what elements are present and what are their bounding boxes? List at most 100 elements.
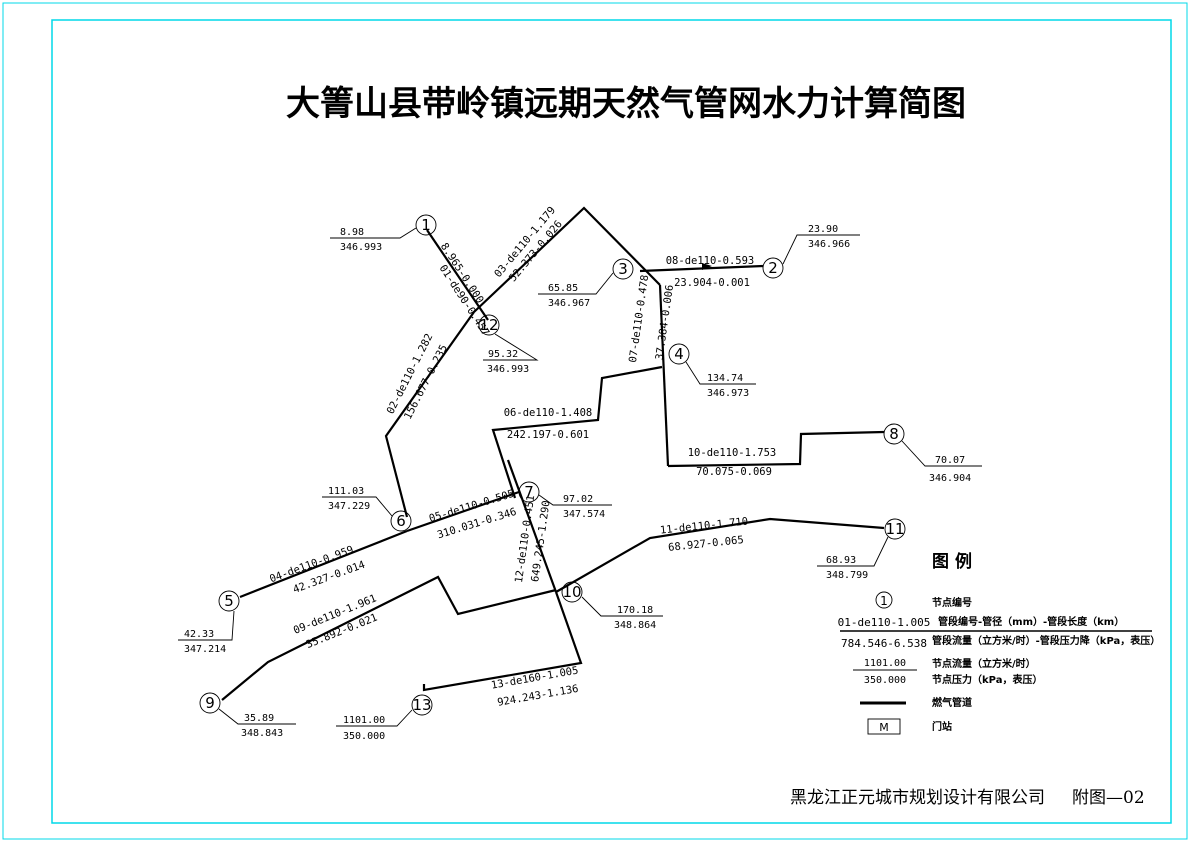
legend-pipe-spec-label: 管段编号-管径（mm）-管段长度（km） <box>938 615 1124 628</box>
node-4-circle[interactable] <box>668 343 690 365</box>
node-6-id: 6 <box>396 512 406 530</box>
node-6-pressure: 347.229 <box>328 501 370 512</box>
legend-node-label: 节点编号 <box>932 596 972 609</box>
legend-node-pressure: 350.000 <box>864 675 906 686</box>
pipe-labels: 01-de90-0.457 8.965-0.000 02-de110-1.282… <box>268 204 777 708</box>
node-labels: 8.98 346.993 23.90 346.966 65.85 346.967… <box>178 224 982 742</box>
node-2-pressure: 346.966 <box>808 239 850 250</box>
node-7-circle[interactable] <box>518 481 540 503</box>
pipe-network <box>221 206 885 701</box>
node-12-id: 12 <box>479 316 498 334</box>
legend-node-flow: 1101.00 <box>864 658 906 669</box>
node-10-id: 10 <box>562 583 581 601</box>
legend: 图 例 1 节点编号 01-de110-1.005 784.546-6.538 … <box>838 551 1160 735</box>
legend-title: 图 例 <box>932 551 972 572</box>
node-6-flow: 111.03 <box>328 486 364 497</box>
node-13-circle[interactable] <box>411 694 433 716</box>
pipe-08-spec: 08-de110-0.593 <box>666 255 755 267</box>
node-8-circle[interactable] <box>883 423 905 445</box>
footer-sheet: 附图—02 <box>1072 788 1145 808</box>
node-7-pressure: 347.574 <box>563 509 605 520</box>
node-2-id: 2 <box>768 259 778 277</box>
legend-station-label: 门站 <box>932 720 952 733</box>
footer-company: 黑龙江正元城市规划设计有限公司 <box>790 788 1045 808</box>
node-9-flow: 35.89 <box>244 713 274 724</box>
node-8-id: 8 <box>889 425 899 443</box>
node-8-flow: 70.07 <box>935 455 965 466</box>
pipe-07-spec: 07-de110-0.478 <box>627 274 651 363</box>
legend-station-symbol <box>867 718 901 735</box>
legend-station-letter: M <box>879 721 889 734</box>
node-1-id: 1 <box>421 216 431 234</box>
page-title: 大箐山县带岭镇远期天然气管网水力计算简图 <box>286 84 966 124</box>
node-2-flow: 23.90 <box>808 224 838 235</box>
node-12-pressure: 346.993 <box>487 364 529 375</box>
node-3-pressure: 346.967 <box>548 298 590 309</box>
node-10-circle[interactable] <box>561 581 583 603</box>
node-9-circle[interactable] <box>199 692 221 714</box>
node-5-circle[interactable] <box>218 590 240 612</box>
node-11-pressure: 348.799 <box>826 570 868 581</box>
legend-pipe-flow: 784.546-6.538 <box>841 637 927 650</box>
node-7-id: 7 <box>524 483 534 501</box>
pipe-11-flow: 68.927-0.065 <box>668 534 745 554</box>
node-11-id: 11 <box>885 520 904 538</box>
node-12-flow: 95.32 <box>488 349 518 360</box>
node-13-id: 13 <box>412 696 431 714</box>
pipe-13[interactable] <box>422 591 583 692</box>
node-11-circle[interactable] <box>884 518 906 540</box>
node-12-circle[interactable] <box>478 314 500 336</box>
pipe-10-flow: 70.075-0.069 <box>696 466 772 478</box>
pipe-10[interactable] <box>667 430 885 468</box>
node-8-pressure: 346.904 <box>929 473 971 484</box>
node-10-flow: 170.18 <box>617 605 653 616</box>
node-circles: 1 2 3 4 5 6 7 8 9 10 11 12 13 <box>199 214 906 716</box>
node-3-circle[interactable] <box>612 258 634 280</box>
legend-node-pressure-label: 节点压力（kPa，表压） <box>932 673 1042 686</box>
pipe-01[interactable] <box>426 229 489 321</box>
pipe-06-flow: 242.197-0.601 <box>507 429 589 441</box>
node-13-pressure: 350.000 <box>343 731 385 742</box>
legend-pipe-flow-label: 管段流量（立方米/时）-管段压力降（kPa，表压） <box>932 634 1160 647</box>
pipe-10-spec: 10-de110-1.753 <box>688 447 777 459</box>
node-9-pressure: 348.843 <box>241 728 283 739</box>
pipe-07-flow: 37.384-0.006 <box>654 284 676 361</box>
node-4-flow: 134.74 <box>707 373 743 384</box>
node-3-id: 3 <box>618 260 628 278</box>
pipe-03[interactable] <box>473 206 661 313</box>
node-4-pressure: 346.973 <box>707 388 749 399</box>
node-6-circle[interactable] <box>390 510 412 532</box>
node-1-pressure: 346.993 <box>340 242 382 253</box>
pipe-05[interactable] <box>406 490 520 533</box>
flow-arrow-08 <box>702 263 712 270</box>
node-9-id: 9 <box>205 694 215 712</box>
node-13-flow: 1101.00 <box>343 715 385 726</box>
node-2-circle[interactable] <box>762 257 784 279</box>
node-1-flow: 8.98 <box>340 227 364 238</box>
pipe-11[interactable] <box>555 517 885 593</box>
inner-frame <box>51 19 1172 824</box>
pipe-06-spec: 06-de110-1.408 <box>504 407 593 419</box>
node-1-circle[interactable] <box>415 214 437 236</box>
pipe-09[interactable] <box>221 575 557 701</box>
pipe-04[interactable] <box>239 529 408 599</box>
pipe-08[interactable] <box>639 264 764 273</box>
legend-node-flow-label: 节点流量（立方米/时） <box>932 657 1036 670</box>
node-3-flow: 65.85 <box>548 283 578 294</box>
pipe-02[interactable] <box>384 311 475 518</box>
legend-pipeline-label: 燃气管道 <box>932 696 972 709</box>
node-4-id: 4 <box>674 345 684 363</box>
pipe-06[interactable] <box>491 365 663 499</box>
node-7-flow: 97.02 <box>563 494 593 505</box>
node-11-flow: 68.93 <box>826 555 856 566</box>
legend-node-id: 1 <box>880 594 888 608</box>
pipe-08-flow: 23.904-0.001 <box>674 277 750 289</box>
legend-node-symbol <box>875 591 893 609</box>
pipe-07[interactable] <box>658 284 670 467</box>
legend-pipe-spec: 01-de110-1.005 <box>838 616 931 629</box>
pipe-11-spec: 11-de110-1.710 <box>659 515 748 536</box>
node-5-pressure: 347.214 <box>184 644 226 655</box>
pipe-12[interactable] <box>506 459 558 593</box>
